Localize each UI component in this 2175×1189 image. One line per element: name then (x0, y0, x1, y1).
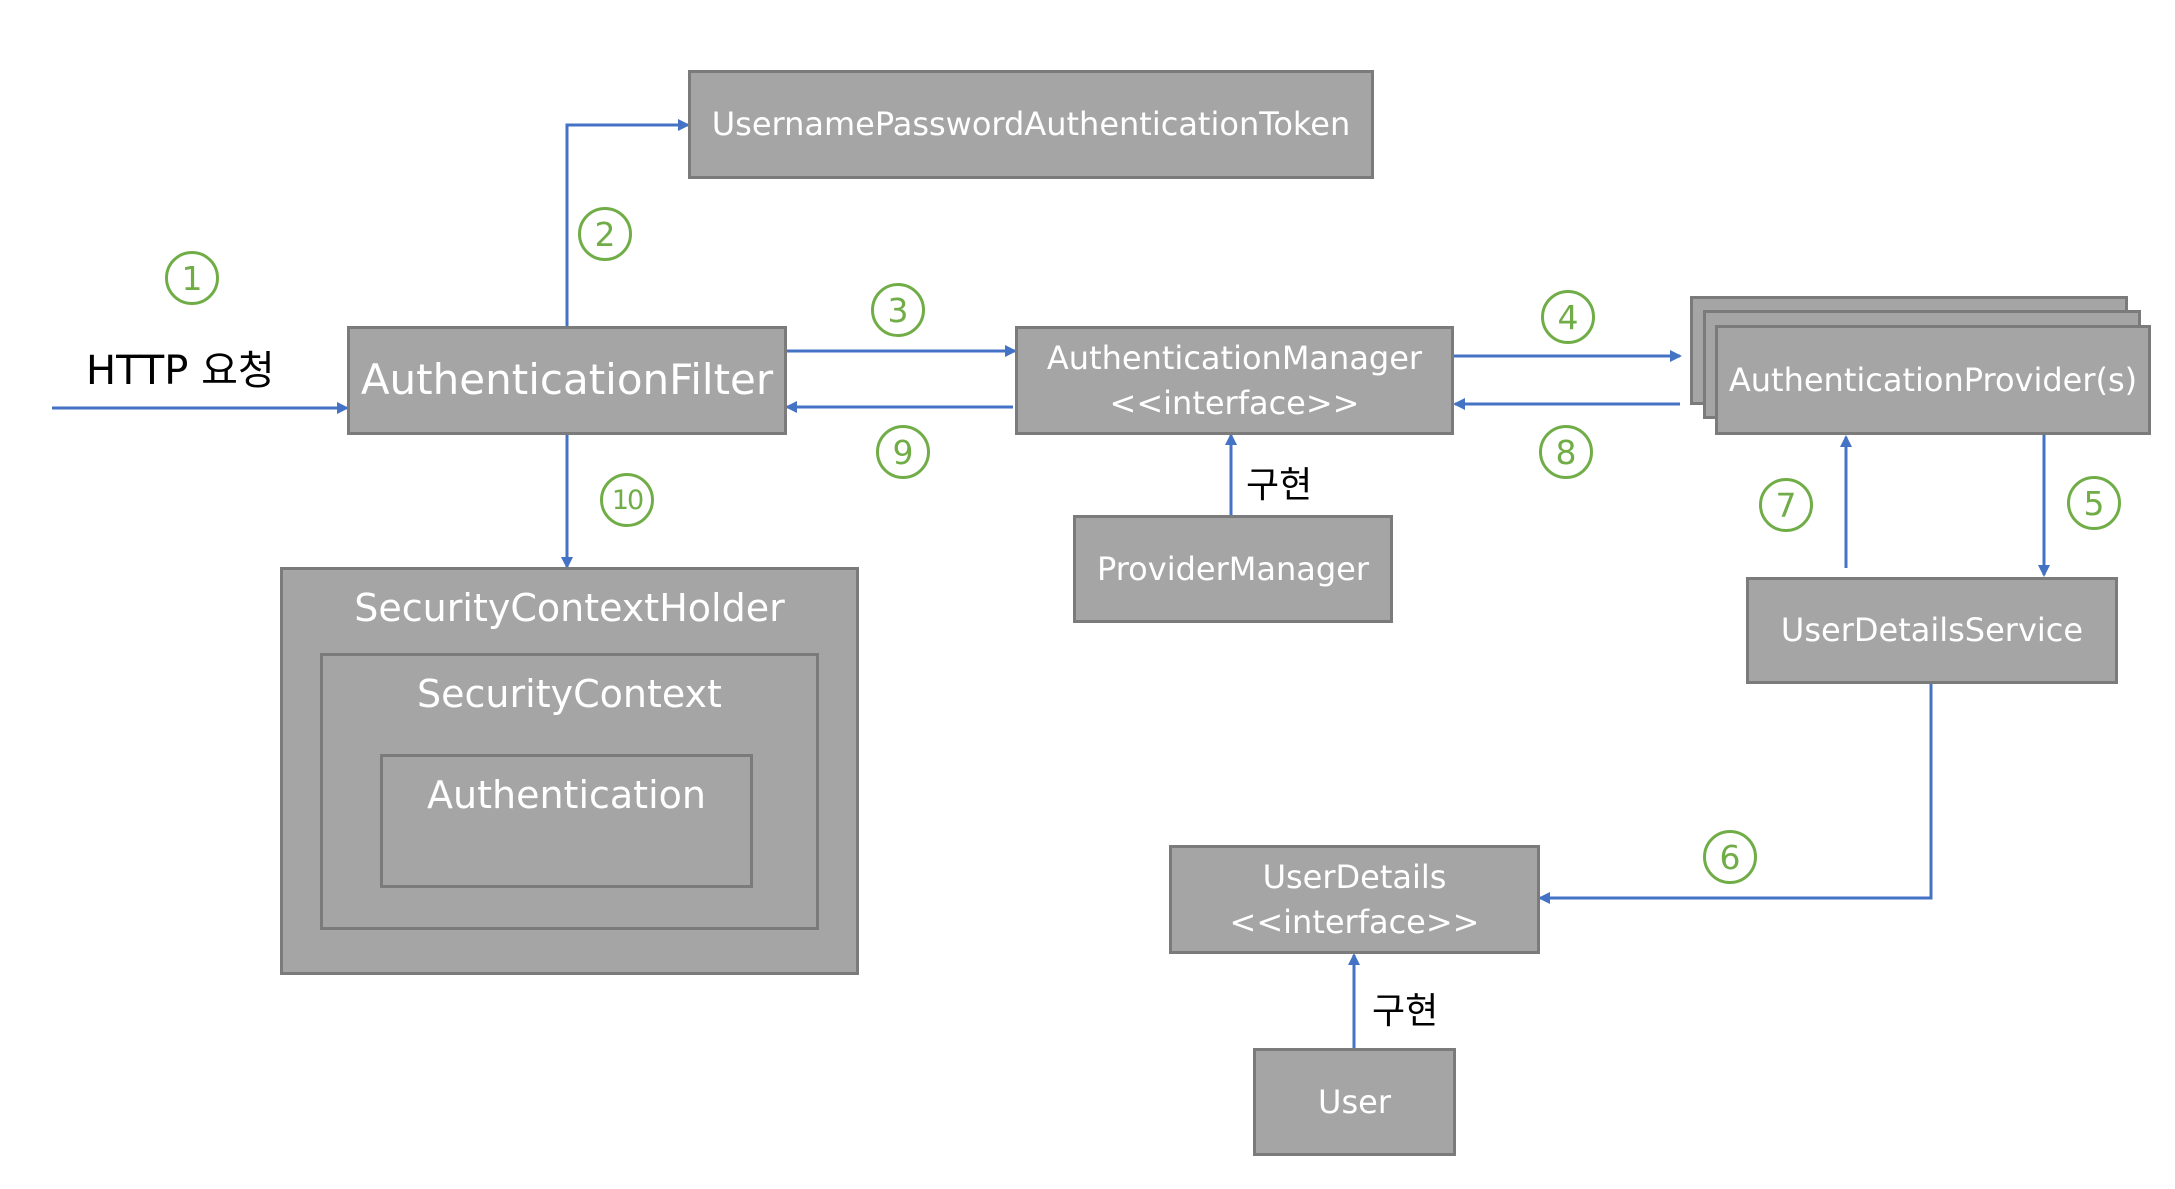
uds-label: UserDetailsService (1780, 611, 2084, 650)
authentication-filter-box: AuthenticationFilter (347, 326, 787, 435)
manager-stereotype: <<interface>> (1109, 383, 1360, 422)
edge-step-6 (1538, 683, 1933, 904)
username-password-token-box: UsernamePasswordAuthenticationToken (688, 70, 1374, 179)
step-6-marker: 6 (1703, 830, 1757, 884)
http-request-label: HTTP 요청 (86, 348, 275, 394)
authentication-box: Authentication (380, 754, 753, 888)
step-7-marker: 7 (1759, 478, 1813, 532)
provider-manager-label: ProviderManager (1096, 549, 1369, 588)
user-details-label: UserDetails (1262, 857, 1447, 896)
user-details-box: UserDetails <<interface>> (1169, 845, 1540, 954)
manager-label: AuthenticationManager (1046, 338, 1423, 377)
step-8-marker: 8 (1539, 425, 1593, 479)
authentication-label: Authentication (427, 773, 706, 817)
user-label: User (1318, 1082, 1391, 1121)
step-3-marker: 3 (871, 283, 925, 337)
implements-label-provider-manager: 구현 (1246, 465, 1313, 506)
holder-label: SecurityContextHolder (354, 586, 785, 630)
filter-label: AuthenticationFilter (360, 355, 774, 405)
authentication-provider-box: AuthenticationProvider(s) (1715, 325, 2151, 435)
user-details-service-box: UserDetailsService (1746, 577, 2118, 684)
edge-step-2 (565, 119, 690, 326)
provider-manager-box: ProviderManager (1073, 515, 1393, 623)
provider-label: AuthenticationProvider(s) (1728, 360, 2138, 399)
context-label: SecurityContext (417, 672, 722, 716)
user-box: User (1253, 1048, 1456, 1156)
user-details-stereotype: <<interface>> (1229, 902, 1480, 941)
authentication-manager-box: AuthenticationManager <<interface>> (1015, 326, 1454, 435)
step-10-marker: 10 (600, 473, 654, 527)
step-4-marker: 4 (1541, 290, 1595, 344)
token-label: UsernamePasswordAuthenticationToken (711, 105, 1351, 144)
step-9-marker: 9 (876, 425, 930, 479)
step-5-marker: 5 (2067, 476, 2121, 530)
implements-label-user: 구현 (1372, 991, 1439, 1032)
step-2-marker: 2 (578, 207, 632, 261)
step-1-marker: 1 (165, 251, 219, 305)
